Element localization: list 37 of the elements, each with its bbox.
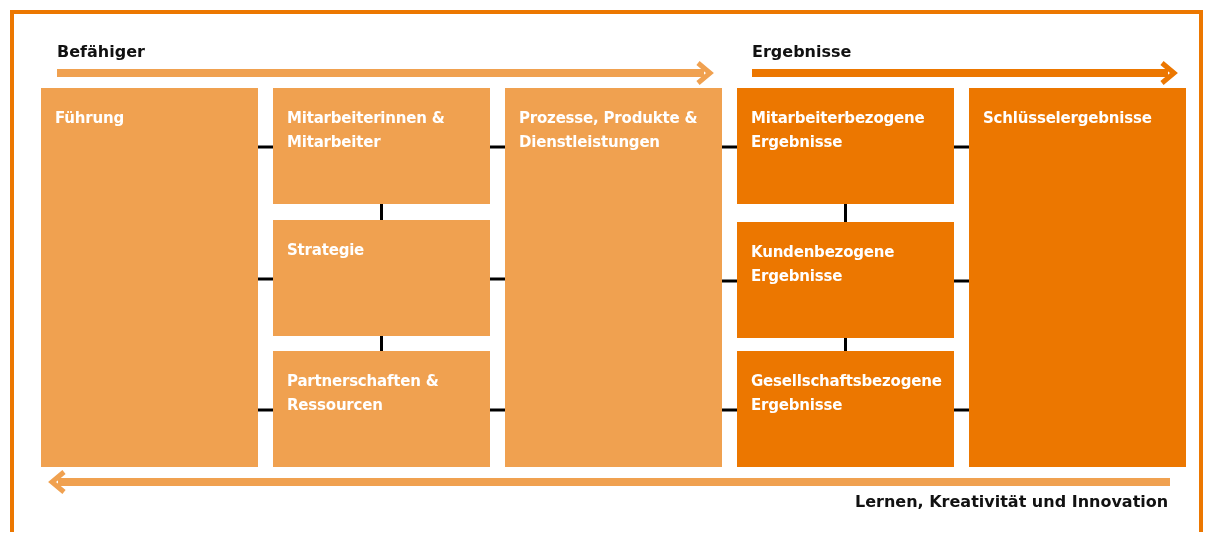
connector-line [490, 277, 505, 281]
box-title: Mitarbeiterbezogene Ergebnisse [751, 108, 926, 153]
category-box [737, 351, 954, 467]
category-box [273, 351, 490, 467]
box-title: Mitarbeiterinnen & Mitarbeiter [287, 108, 446, 153]
category-box [969, 88, 1186, 467]
category-box [273, 220, 490, 336]
connector-line [380, 336, 383, 351]
connector-line [722, 408, 737, 412]
connector-line [844, 204, 847, 222]
connector-line [954, 145, 969, 149]
section-label: Befähiger [57, 42, 145, 61]
connector-line [844, 338, 847, 351]
category-box [273, 88, 490, 204]
connector-line [954, 408, 969, 412]
box-title: Gesellschaftsbezogene Ergebnisse [751, 371, 943, 416]
connector-line [258, 408, 273, 412]
connector-line [258, 145, 273, 149]
box-title: Führung [55, 108, 125, 129]
connector-line [722, 279, 737, 283]
connector-line [490, 408, 505, 412]
connector-line [490, 145, 505, 149]
box-title: Prozesse, Produkte & Dienstleistungen [519, 108, 699, 153]
connector-line [380, 204, 383, 220]
category-box [505, 88, 722, 467]
connector-line [258, 277, 273, 281]
category-box [41, 88, 258, 467]
box-title: Schlüsselergebnisse [983, 108, 1153, 129]
box-title: Partnerschaften & Ressourcen [287, 371, 440, 416]
box-title: Kundenbezogene Ergebnisse [751, 242, 896, 287]
box-title: Strategie [287, 240, 366, 261]
section-label: Ergebnisse [752, 42, 852, 61]
connector-line [722, 145, 737, 149]
category-box [737, 222, 954, 338]
section-label: Lernen, Kreativität und Innovation [855, 492, 1169, 511]
category-box [737, 88, 954, 204]
connector-line [954, 279, 969, 283]
